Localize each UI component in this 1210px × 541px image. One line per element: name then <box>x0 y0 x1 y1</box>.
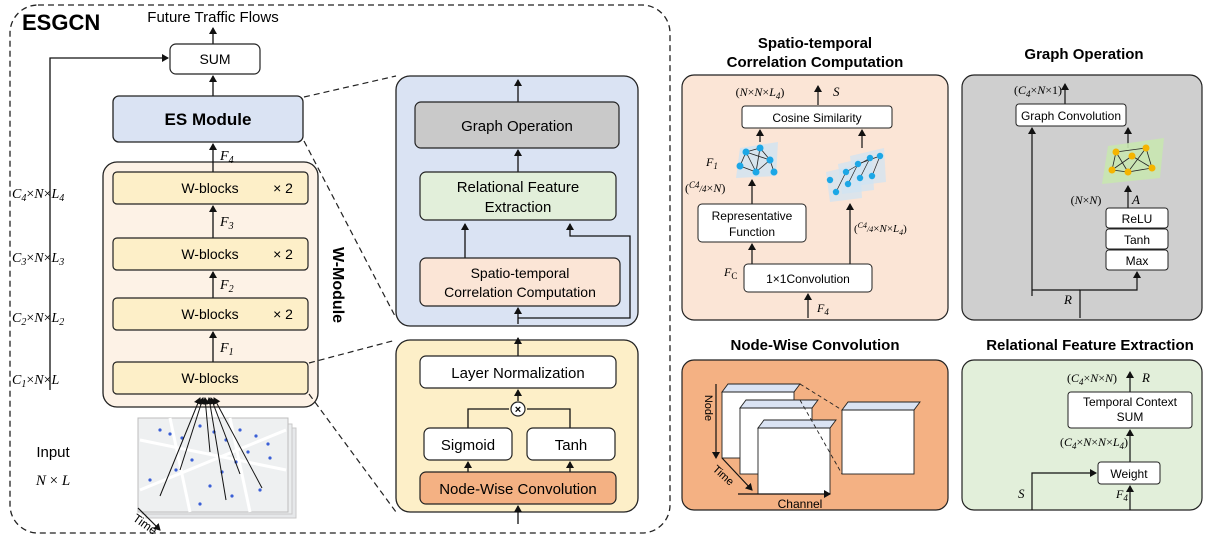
stc-title-line1: Spatio-temporal <box>758 35 872 52</box>
future-traffic-label: Future Traffic Flows <box>147 9 278 26</box>
relational-feature-line1: Relational Feature <box>457 179 580 196</box>
rfe-output-symbol: R <box>1141 370 1150 385</box>
w-block-3-mult: × 2 <box>273 246 293 262</box>
w-block-2-mult: × 2 <box>273 306 293 322</box>
go-adjacency-graph <box>1102 138 1164 184</box>
go-tanh-box <box>1105 228 1169 250</box>
relu-label: ReLU <box>1122 212 1153 226</box>
sum-box <box>169 43 261 75</box>
input-dims: N × L <box>35 473 70 489</box>
rfe-title: Relational Feature Extraction <box>986 337 1194 354</box>
go-tanh-label: Tanh <box>1124 233 1150 247</box>
dim-label-c3: C3×N×L3 <box>12 251 64 268</box>
stc-output-symbol: S <box>833 84 840 99</box>
go-adj-dims: (N×N) <box>1071 193 1102 207</box>
multiply-symbol: × <box>515 404 521 416</box>
node-wise-conv-box <box>419 471 617 505</box>
w-block-1-label: W-blocks <box>181 370 238 386</box>
relational-feature-box <box>419 171 617 221</box>
cosine-box <box>741 105 893 129</box>
w-block-3 <box>112 237 309 271</box>
es-module-label: ES Module <box>165 110 252 129</box>
graph-conv-label: Graph Convolution <box>1021 109 1121 123</box>
go-adj-symbol: A <box>1131 192 1140 207</box>
spatiotemporal-line1: Spatio-temporal <box>471 265 570 281</box>
representative-line1: Representative <box>712 209 793 223</box>
go-output-dims: (C4×N×1) <box>1014 83 1062 99</box>
stc-left-graph <box>736 142 778 178</box>
nwc-title: Node-Wise Convolution <box>730 337 899 354</box>
spatiotemporal-line2: Correlation Computation <box>444 284 596 300</box>
stc-output-dims: (N×N×L4) <box>736 85 785 101</box>
cosine-label: Cosine Similarity <box>772 111 861 125</box>
nwc-channel-label: Channel <box>778 497 823 511</box>
max-label: Max <box>1126 254 1149 268</box>
es-module-box <box>112 95 304 143</box>
rfe-output-dims: (C4×N×N) <box>1067 371 1117 387</box>
stc-right-graphs <box>826 148 886 202</box>
w-block-3-label: W-blocks <box>181 246 238 262</box>
temporal-context-line1: Temporal Context <box>1083 395 1178 409</box>
nwc-node-label: Node <box>702 395 714 421</box>
w-block-2-label: W-blocks <box>181 306 238 322</box>
weight-label: Weight <box>1110 467 1148 481</box>
dim-label-c2: C2×N×L2 <box>12 311 64 328</box>
representative-line2: Function <box>729 225 775 239</box>
stc-panel <box>681 74 949 321</box>
w-block-2 <box>112 297 309 331</box>
spatiotemporal-box <box>419 257 621 307</box>
conv-1x1-box <box>743 263 873 293</box>
esgcn-frame <box>9 4 671 534</box>
w-block-4-mult: × 2 <box>273 180 293 196</box>
input-map-stack <box>137 397 297 519</box>
relu-box <box>1105 207 1169 229</box>
graph-operation-box <box>414 101 620 149</box>
conv-1x1-label: 1×1Convolution <box>766 272 850 286</box>
temporal-context-line2: SUM <box>1117 410 1144 424</box>
tanh-box <box>526 427 616 461</box>
node-wise-conv-label: Node-Wise Convolution <box>439 481 597 498</box>
max-box <box>1105 249 1169 271</box>
dim-label-c4: C4×N×L4 <box>12 187 64 204</box>
feature-label-f4: F4 <box>219 149 234 166</box>
rfe-mid-dims: (C4×N×N×L4) <box>1060 435 1128 451</box>
multiply-node <box>510 401 526 417</box>
graph-conv-box <box>1015 103 1127 127</box>
temporal-context-box <box>1067 391 1193 429</box>
weight-box <box>1097 461 1161 485</box>
w-block-4 <box>112 171 309 205</box>
input-label: Input <box>36 444 70 461</box>
sum-label: SUM <box>199 51 230 67</box>
w-module-label: W-Module <box>329 247 346 323</box>
graph-operation-label: Graph Operation <box>461 118 573 135</box>
go-r-symbol: R <box>1063 292 1072 307</box>
esgcn-title: ESGCN <box>22 10 100 35</box>
nwc-cubes <box>721 383 921 495</box>
layer-norm-box <box>419 355 617 389</box>
w-block-4-label: W-blocks <box>181 180 238 196</box>
relational-feature-line2: Extraction <box>485 199 552 216</box>
stc-right-dims: (C4/4×N×L4) <box>854 221 907 237</box>
layer-norm-label: Layer Normalization <box>451 365 584 382</box>
representative-box <box>697 203 807 243</box>
w-block-1 <box>112 361 309 395</box>
tanh-label: Tanh <box>555 437 588 454</box>
dim-label-c1: C1×N×L <box>12 373 60 390</box>
rfe-s-symbol: S <box>1018 486 1025 501</box>
sigmoid-box <box>423 427 513 461</box>
go-title: Graph Operation <box>1024 46 1143 63</box>
stc-title-line2: Correlation Computation <box>727 54 904 71</box>
sigmoid-label: Sigmoid <box>441 437 495 454</box>
